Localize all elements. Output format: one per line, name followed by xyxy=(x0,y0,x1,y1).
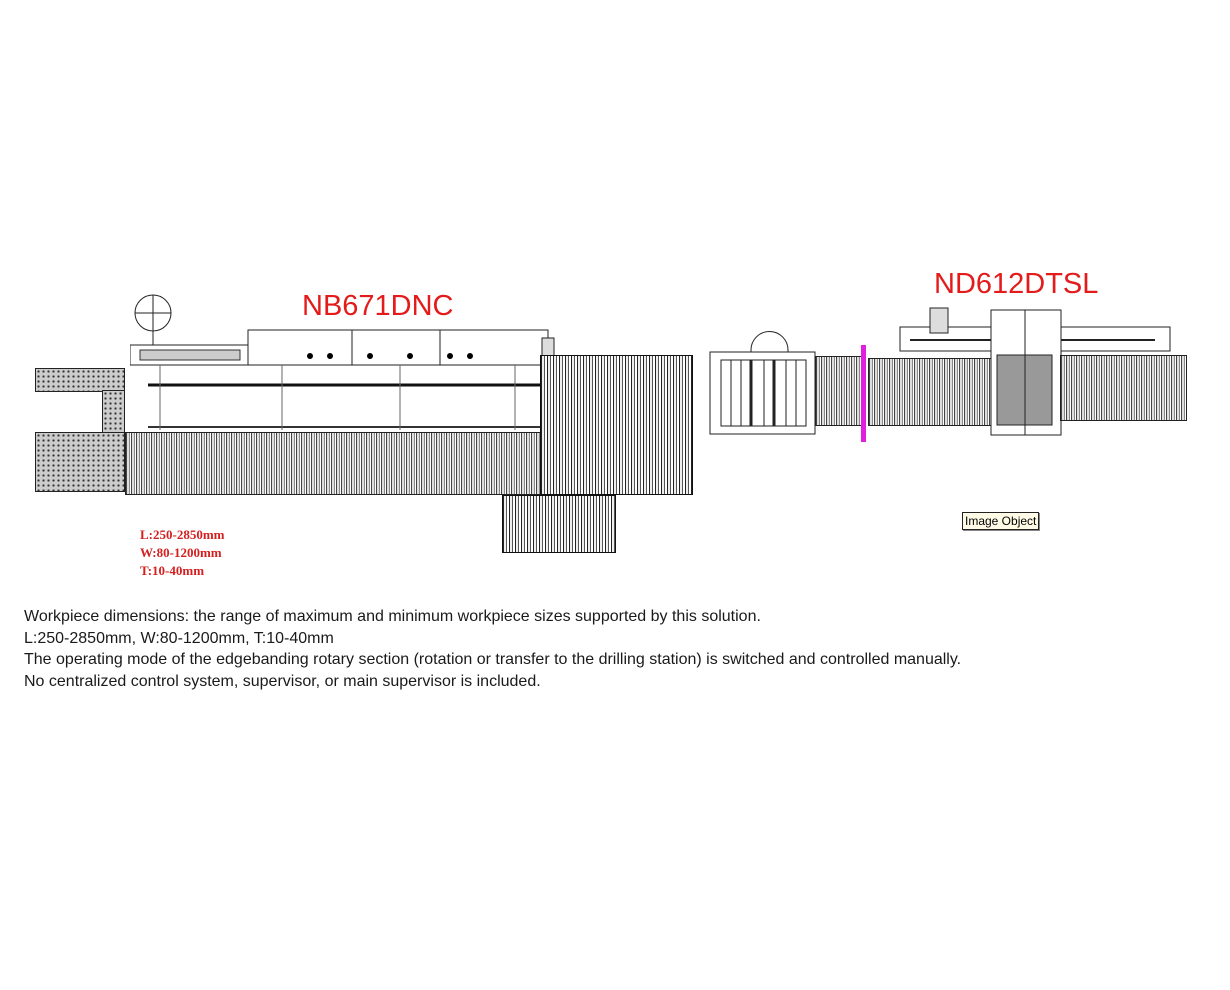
spec-width: W:80-1200mm xyxy=(140,545,222,560)
drilling-label: ND612DTSL xyxy=(934,268,1099,300)
spec-thickness: T:10-40mm xyxy=(140,563,205,578)
description-line: Workpiece dimensions: the range of maxim… xyxy=(24,608,761,625)
stop-marker xyxy=(861,345,866,442)
drilling-machine xyxy=(899,307,1171,436)
description-line: L:250-2850mm, W:80-1200mm, T:10-40mm xyxy=(24,629,334,647)
description-line: No centralized control system, superviso… xyxy=(24,672,541,690)
edgebander-label: NB671DNC xyxy=(302,290,454,322)
buffer-conveyor xyxy=(815,356,862,426)
spec-length: L:250-2850mm xyxy=(140,527,225,542)
image-object-tag: Image Object xyxy=(962,512,1040,530)
description: Workpiece dimensions: the range of maxim… xyxy=(24,606,961,692)
description-line: The operating mode of the edgebanding ro… xyxy=(24,651,962,668)
exit-conveyor xyxy=(502,495,616,553)
edgebander-machine xyxy=(130,294,560,430)
infeed-table-top xyxy=(35,368,125,392)
rotary-station xyxy=(709,331,816,435)
infeed-table-bottom xyxy=(35,432,125,492)
drill-outfeed-conveyor xyxy=(1060,355,1187,421)
spec-overlay: L:250-2850mm W:80-1200mm T:10-40mm xyxy=(140,526,225,580)
transfer-conveyor xyxy=(540,355,693,495)
infeed-connector xyxy=(102,390,125,434)
return-conveyor xyxy=(125,432,543,495)
